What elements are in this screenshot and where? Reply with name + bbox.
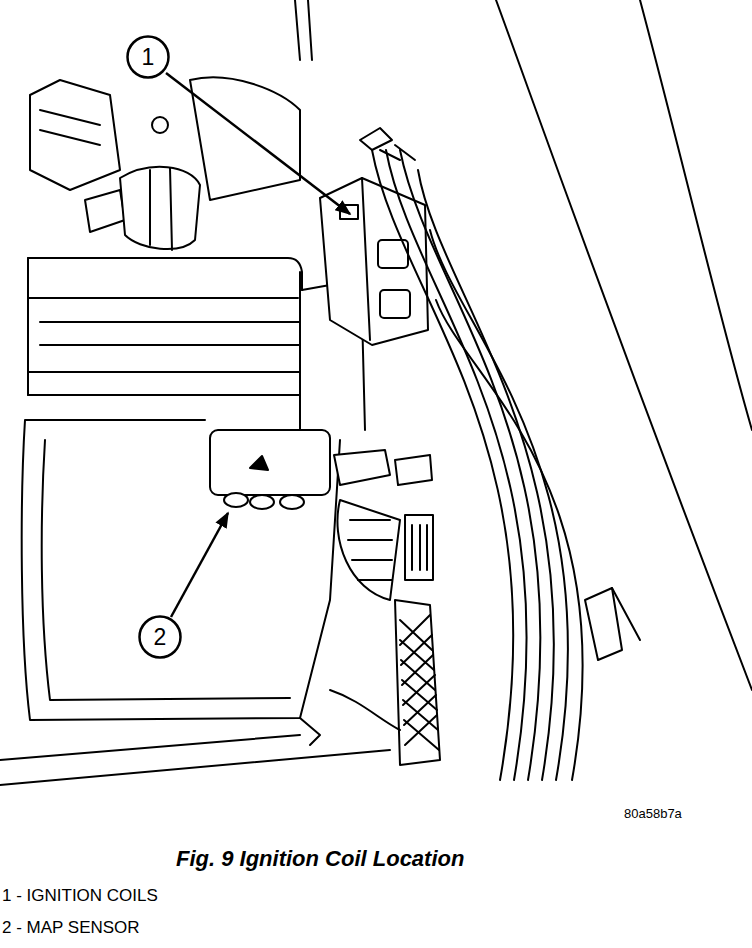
callout-circle: 1 [126,35,170,79]
callout-circle: 2 [138,615,182,659]
callout-number: 2 [154,626,167,649]
figure-caption: Fig. 9 Ignition Coil Location [176,846,464,872]
legend-item: 1 - IGNITION COILS [2,886,158,906]
callout-number: 1 [142,46,155,69]
leader-arrow [166,73,350,214]
leader-arrow [171,513,228,617]
legend-item: 2 - MAP SENSOR [2,918,140,938]
figure-code: 80a58b7a [624,806,682,821]
